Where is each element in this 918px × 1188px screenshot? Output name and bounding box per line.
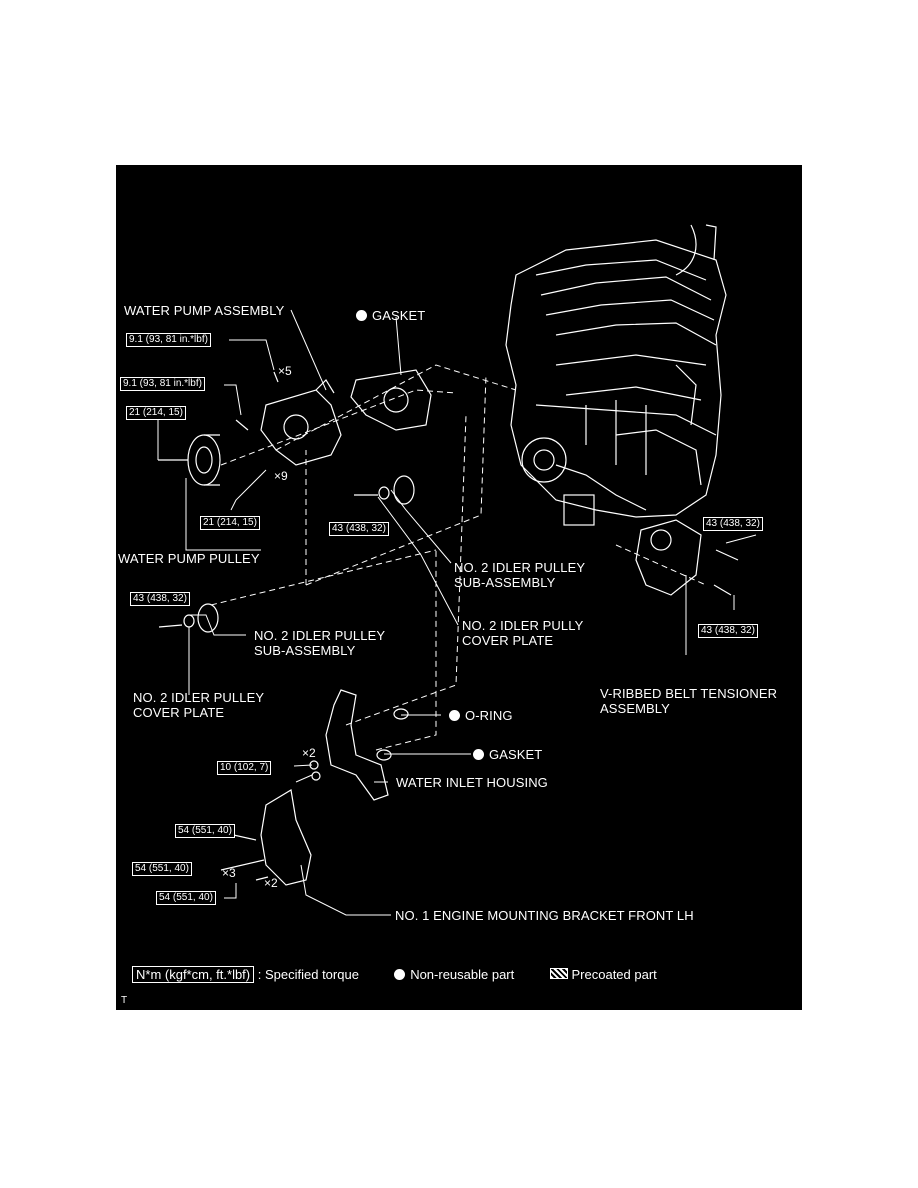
label-water-inlet-housing: WATER INLET HOUSING xyxy=(396,775,548,790)
quantity-multiplier: ×5 xyxy=(278,364,292,378)
precoated-icon xyxy=(549,968,568,979)
torque-box: 54 (551, 40) xyxy=(156,891,216,905)
water-inlet-housing-drawing xyxy=(309,689,409,801)
line-art xyxy=(157,224,757,916)
label-water-pump-pulley: WATER PUMP PULLEY xyxy=(118,551,260,566)
torque-box: 9.1 (93, 81 in.*lbf) xyxy=(126,333,211,347)
water-pump-pulley-drawing xyxy=(158,434,221,486)
torque-box: 43 (438, 32) xyxy=(703,517,763,531)
label-gasket-top: GASKET xyxy=(356,308,425,323)
quantity-multiplier: ×3 xyxy=(222,866,236,880)
quantity-multiplier: ×9 xyxy=(274,469,288,483)
non-reusable-dot-icon xyxy=(356,310,367,321)
corner-mark: T xyxy=(121,995,128,1006)
legend-unit-key: N*m (kgf*cm, ft.*lbf) xyxy=(132,966,255,983)
torque-box: 9.1 (93, 81 in.*lbf) xyxy=(120,377,205,391)
label-no2-idler-pully-cover-plate: NO. 2 IDLER PULLY COVER PLATE xyxy=(462,618,584,648)
torque-box: 21 (214, 15) xyxy=(200,516,260,530)
quantity-multiplier: ×2 xyxy=(264,876,278,890)
label-water-pump-assembly: WATER PUMP ASSEMBLY xyxy=(124,303,285,318)
non-reusable-dot-icon xyxy=(449,710,460,721)
exploded-parts-diagram: WATER PUMP ASSEMBLY GASKET WATER PUMP PU… xyxy=(116,165,802,1010)
label-no2-idler-pulley-sub-right: NO. 2 IDLER PULLEY SUB-ASSEMBLY xyxy=(454,560,586,590)
non-reusable-dot-icon xyxy=(473,749,484,760)
torque-box: 21 (214, 15) xyxy=(126,406,186,420)
legend-unit-desc: : Specified torque xyxy=(257,967,359,982)
non-reusable-dot-icon xyxy=(394,969,406,980)
idler-pulley-right-drawing xyxy=(354,475,415,505)
gasket-drawing xyxy=(350,369,432,431)
torque-box: 43 (438, 32) xyxy=(329,522,389,536)
label-gasket-top-text: GASKET xyxy=(372,308,426,323)
torque-box: 43 (438, 32) xyxy=(698,624,758,638)
torque-box: 54 (551, 40) xyxy=(132,862,192,876)
torque-box: 54 (551, 40) xyxy=(175,824,235,838)
label-mounting-bracket: NO. 1 ENGINE MOUNTING BRACKET FRONT LH xyxy=(395,908,694,923)
quantity-multiplier: ×2 xyxy=(302,746,316,760)
engine-block-drawing xyxy=(505,224,727,526)
torque-box: 10 (102, 7) xyxy=(217,761,272,775)
label-gasket-lower: GASKET xyxy=(473,747,542,762)
label-o-ring-text: O-RING xyxy=(465,708,513,723)
torque-box: 43 (438, 32) xyxy=(130,592,190,606)
label-gasket-lower-text: GASKET xyxy=(489,747,543,762)
label-no2-idler-pulley-cover-left: NO. 2 IDLER PULLEY COVER PLATE xyxy=(133,690,265,720)
label-v-ribbed-belt-tensioner: V-RIBBED BELT TENSIONER ASSEMBLY xyxy=(600,686,778,716)
label-leader-lines xyxy=(157,309,757,916)
tensioner-drawing xyxy=(635,519,739,596)
label-no2-idler-pulley-sub-left: NO. 2 IDLER PULLEY SUB-ASSEMBLY xyxy=(254,628,386,658)
legend: N*m (kgf*cm, ft.*lbf) : Specified torque… xyxy=(132,966,657,988)
legend-precoated: Precoated part xyxy=(571,967,657,982)
water-pump-drawing xyxy=(235,371,342,466)
label-o-ring: O-RING xyxy=(449,708,513,723)
legend-nonreusable: Non-reusable part xyxy=(410,967,515,982)
